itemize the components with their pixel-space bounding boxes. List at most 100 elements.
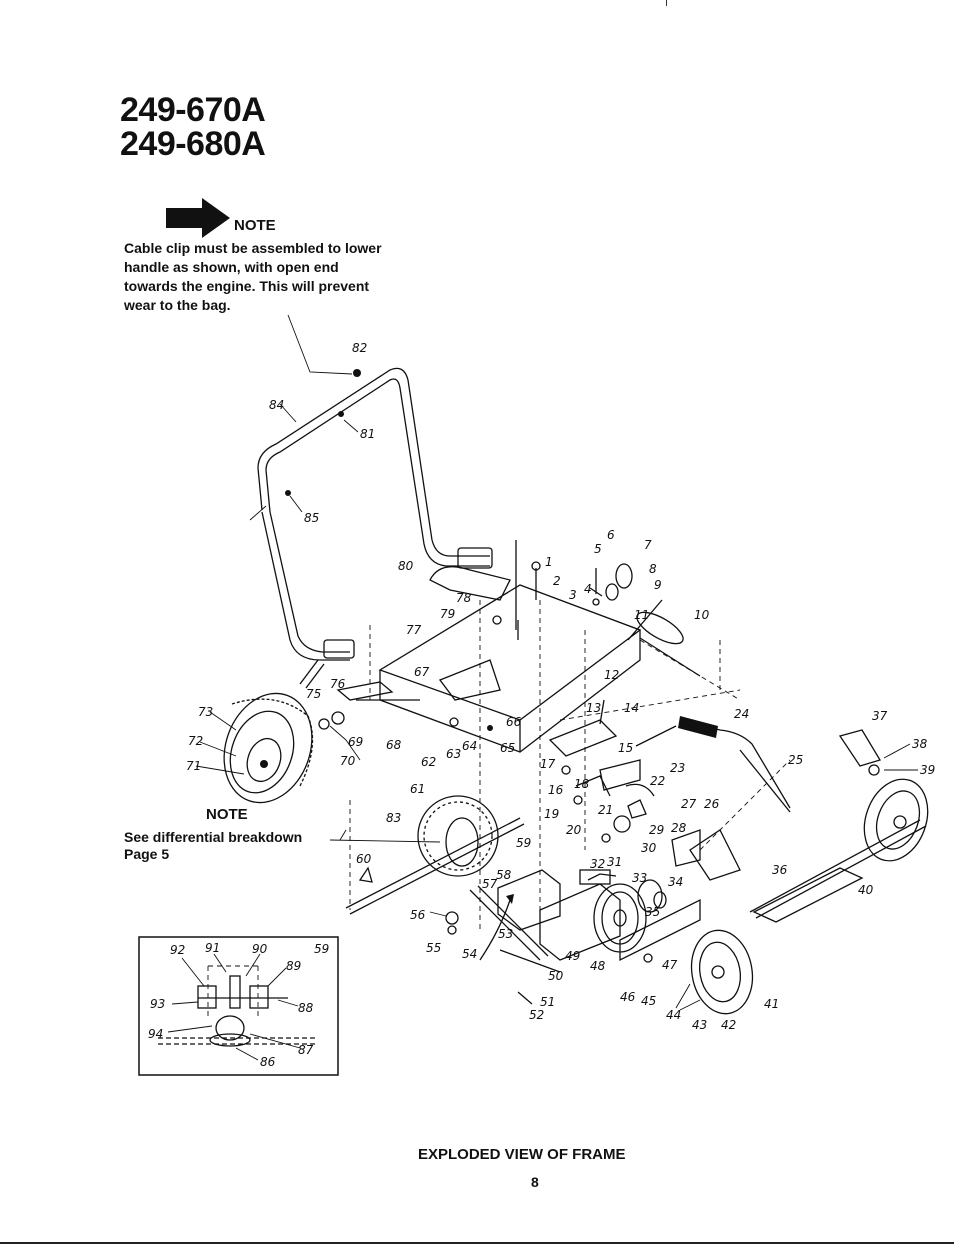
- part-label: 39: [920, 763, 935, 777]
- part-label: 35: [645, 905, 660, 919]
- inset-label: 93: [150, 997, 165, 1011]
- bottom-rule: [0, 1242, 954, 1244]
- part-label: 7: [644, 538, 652, 552]
- part-label: 20: [566, 823, 582, 837]
- part-label: 10: [694, 608, 710, 622]
- part-label: 78: [456, 591, 472, 605]
- part-label: 43: [692, 1018, 707, 1032]
- part-label: 60: [356, 852, 372, 866]
- part-label: 32: [590, 857, 605, 871]
- part-label: 18: [574, 777, 590, 791]
- part-label: 27: [681, 797, 697, 811]
- part-label: 19: [544, 807, 559, 821]
- part-label: 26: [704, 797, 720, 811]
- model-number-1: 249-670A: [120, 91, 266, 129]
- part-label: 82: [352, 341, 367, 355]
- part-label: 77: [406, 623, 422, 637]
- part-label: 8: [649, 562, 657, 576]
- part-label: 51: [540, 995, 555, 1009]
- part-label: 56: [410, 908, 426, 922]
- part-label: 45: [641, 994, 656, 1008]
- part-label: 69: [348, 735, 363, 749]
- part-label: 47: [662, 958, 678, 972]
- inset-label: 87: [298, 1043, 314, 1057]
- part-label: 33: [632, 871, 647, 885]
- part-label: 54: [462, 947, 477, 961]
- part-label: 30: [641, 841, 657, 855]
- part-label: 71: [186, 759, 201, 773]
- part-label: 85: [304, 511, 319, 525]
- part-label: 57: [482, 877, 498, 891]
- note2-text: See differential breakdown Page 5: [124, 829, 344, 863]
- part-label: 52: [529, 1008, 544, 1022]
- inset-label: 89: [286, 959, 301, 973]
- part-label: 23: [670, 761, 685, 775]
- part-label: 15: [618, 741, 633, 755]
- part-label: 70: [340, 754, 356, 768]
- part-label: 29: [649, 823, 664, 837]
- part-label: 44: [666, 1008, 681, 1022]
- part-label: 64: [462, 739, 477, 753]
- part-label: 17: [540, 757, 556, 771]
- part-label: 59: [516, 836, 531, 850]
- part-label: 76: [330, 677, 346, 691]
- inset-label: 94: [148, 1027, 163, 1041]
- note-text: Cable clip must be assembled to lower ha…: [124, 240, 382, 313]
- part-label: 31: [607, 855, 622, 869]
- inset-label: 59: [314, 942, 329, 956]
- part-label: 67: [414, 665, 430, 679]
- inset-label: 92: [170, 943, 185, 957]
- part-label: 5: [594, 542, 602, 556]
- part-label: 55: [426, 941, 441, 955]
- part-label: 61: [410, 782, 425, 796]
- inset-label: 88: [298, 1001, 314, 1015]
- part-label: 22: [650, 774, 665, 788]
- part-label: 9: [654, 578, 662, 592]
- top-edge-tick: [666, 0, 667, 6]
- part-label: 81: [360, 427, 375, 441]
- part-label: 80: [398, 559, 414, 573]
- note2-heading: NOTE: [206, 806, 248, 823]
- part-label: 46: [620, 990, 636, 1004]
- figure-caption: EXPLODED VIEW OF FRAME: [418, 1146, 626, 1163]
- part-label: 36: [772, 863, 788, 877]
- model-number-2: 249-680A: [120, 125, 266, 163]
- note-heading: NOTE: [234, 217, 276, 234]
- part-label: 79: [440, 607, 455, 621]
- part-label: 66: [506, 715, 522, 729]
- part-label: 68: [386, 738, 402, 752]
- note2-line2: Page 5: [124, 846, 170, 862]
- part-label: 53: [498, 927, 513, 941]
- part-label: 21: [598, 803, 613, 817]
- part-label: 25: [788, 753, 803, 767]
- part-label: 41: [764, 997, 779, 1011]
- part-label: 65: [500, 741, 515, 755]
- part-label: 72: [188, 734, 203, 748]
- part-label: 6: [607, 528, 615, 542]
- part-label: 83: [386, 811, 401, 825]
- part-label: 13: [586, 701, 601, 715]
- page-number: 8: [531, 1174, 539, 1190]
- inset-label: 90: [252, 942, 268, 956]
- part-label: 63: [446, 747, 461, 761]
- part-label: 28: [671, 821, 687, 835]
- part-label: 1: [545, 555, 553, 569]
- part-label: 58: [496, 868, 512, 882]
- part-label: 34: [668, 875, 683, 889]
- inset-label: 86: [260, 1055, 276, 1069]
- inset-label: 91: [205, 941, 220, 955]
- part-label: 42: [721, 1018, 736, 1032]
- part-label: 24: [734, 707, 749, 721]
- part-label: 49: [565, 949, 580, 963]
- part-label: 4: [584, 582, 592, 596]
- differential-inset: 92 91 90 59 89 93 88 94 87 86: [138, 936, 339, 1076]
- part-label: 12: [604, 668, 619, 682]
- part-label: 75: [306, 687, 321, 701]
- part-label: 3: [569, 588, 577, 602]
- part-label: 40: [858, 883, 874, 897]
- note-arrow-icon: [166, 198, 230, 238]
- note2-line1: See differential breakdown: [124, 829, 303, 845]
- part-label: 2: [553, 574, 561, 588]
- part-label: 16: [548, 783, 564, 797]
